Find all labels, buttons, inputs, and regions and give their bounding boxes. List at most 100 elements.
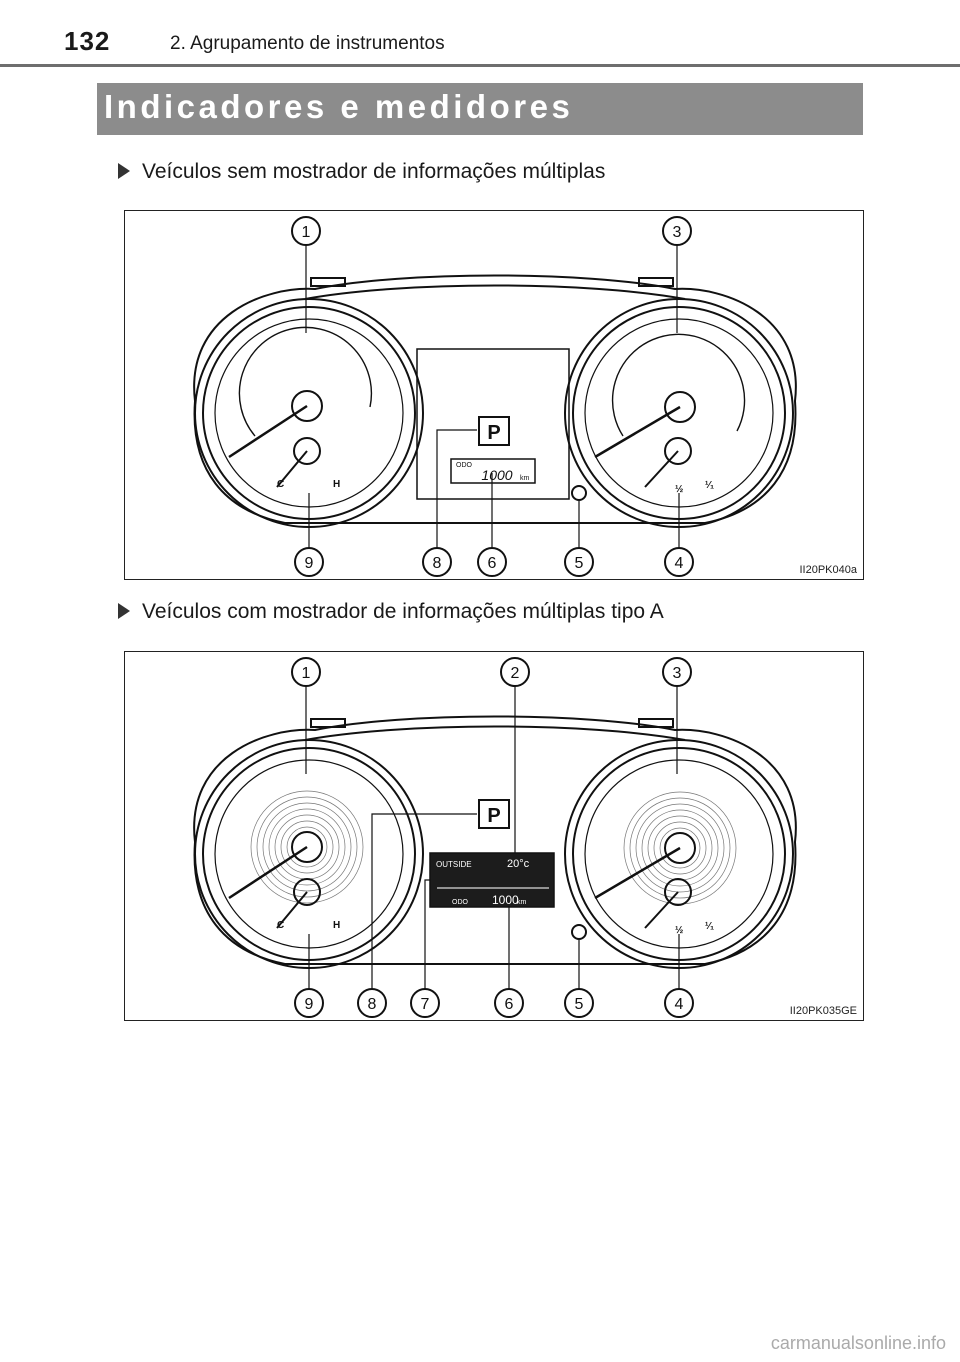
multi-info-display xyxy=(429,852,555,908)
temp-cold-label: C xyxy=(277,479,284,490)
gear-indicator: P xyxy=(487,422,500,444)
left-needle-hub xyxy=(291,831,323,863)
temp-hot-label: H xyxy=(333,920,340,931)
right-fuel-hub xyxy=(664,437,692,465)
callout-3: 3 xyxy=(673,665,682,682)
right-gauge-inner-arc xyxy=(611,333,746,437)
odo-unit: km xyxy=(517,899,527,906)
callout-6: 6 xyxy=(488,555,497,572)
left-gauge-bezel xyxy=(194,298,424,528)
outside-value: 20°c xyxy=(507,858,530,870)
figure-2-illustration: OUTSIDE 20°c ODO 1000 km 1 2 3 9 8 7 6 5… xyxy=(193,657,797,1018)
callout-circle-4 xyxy=(664,547,694,577)
header-rule xyxy=(0,64,960,67)
callout-6: 6 xyxy=(505,996,514,1013)
odo-value: 1000 xyxy=(492,893,519,907)
callout-5: 5 xyxy=(575,996,584,1013)
callout-8: 8 xyxy=(368,996,377,1013)
triangle-bullet-icon xyxy=(118,163,130,179)
chapter-title: 2. Agrupamento de instrumentos xyxy=(170,33,445,54)
right-needle-hub xyxy=(664,832,696,864)
center-panel xyxy=(416,348,570,500)
cluster-top-arc xyxy=(304,284,686,300)
fuel-half-label: ½ xyxy=(675,484,683,495)
outside-label: OUTSIDE xyxy=(436,860,472,869)
odo-reset-knob xyxy=(571,485,587,501)
section-title: Indicadores e medidores xyxy=(104,88,574,125)
callout-circle-1 xyxy=(291,657,321,687)
callout-circle-3 xyxy=(662,657,692,687)
callout-circle-4 xyxy=(664,988,694,1018)
figure-1-frame: 1 3 9 8 6 5 4 P ODO 1000 km C H ½ ¹⁄₁ II… xyxy=(124,210,864,580)
callout-8: 8 xyxy=(433,555,442,572)
temp-needle xyxy=(276,450,308,488)
figure-1-heading-text: Veículos sem mostrador de informações mú… xyxy=(142,160,606,183)
left-gauge-bezel xyxy=(194,739,424,969)
figure-2-frame: OUTSIDE 20°c ODO 1000 km 1 2 3 9 8 7 6 5… xyxy=(124,651,864,1021)
leader-8 xyxy=(371,813,477,989)
callout-circle-8 xyxy=(422,547,452,577)
left-temp-hub xyxy=(293,878,321,906)
callout-4: 4 xyxy=(675,996,684,1013)
odo-unit: km xyxy=(520,475,530,482)
left-needle xyxy=(228,845,308,900)
callout-5: 5 xyxy=(575,555,584,572)
left-gauge-ring xyxy=(202,306,416,520)
callout-2: 2 xyxy=(511,665,520,682)
gear-indicator-box xyxy=(478,416,510,446)
right-gauge-concentric-rings xyxy=(623,791,737,905)
callout-circle-5 xyxy=(564,547,594,577)
callout-circle-5 xyxy=(564,988,594,1018)
right-tab xyxy=(638,277,674,287)
callout-circle-7 xyxy=(410,988,440,1018)
left-gauge-scale xyxy=(214,759,404,949)
callout-circle-2 xyxy=(500,657,530,687)
page-number: 132 xyxy=(64,26,111,56)
figure-2-heading: Veículos com mostrador de informações mú… xyxy=(118,600,664,624)
left-gauge-concentric-rings xyxy=(250,790,364,904)
left-tab xyxy=(310,718,346,728)
triangle-bullet-icon xyxy=(118,603,130,619)
odo-label: ODO xyxy=(452,899,469,906)
left-gauge-scale xyxy=(214,318,404,508)
fuel-full-label: ¹⁄₁ xyxy=(705,480,714,491)
odo-label: ODO xyxy=(456,462,473,469)
callout-7: 7 xyxy=(421,996,430,1013)
callout-1: 1 xyxy=(302,665,311,682)
temp-needle xyxy=(276,891,308,929)
callout-3: 3 xyxy=(673,224,682,241)
right-gauge-scale xyxy=(584,759,774,949)
left-temp-hub xyxy=(293,437,321,465)
callout-circle-9 xyxy=(294,988,324,1018)
figure-1-heading: Veículos sem mostrador de informações mú… xyxy=(118,160,605,184)
cluster-housing xyxy=(193,274,797,524)
callout-1: 1 xyxy=(302,224,311,241)
left-gauge-ring xyxy=(202,747,416,961)
right-fuel-hub xyxy=(664,878,692,906)
callout-4: 4 xyxy=(675,555,684,572)
callout-circle-1 xyxy=(291,216,321,246)
figure-2-heading-text: Veículos com mostrador de informações mú… xyxy=(142,600,664,623)
right-needle-hub xyxy=(664,391,696,423)
gear-indicator-box xyxy=(478,799,510,829)
odo-reset-knob xyxy=(571,924,587,940)
right-tab xyxy=(638,718,674,728)
callout-circle-6 xyxy=(494,988,524,1018)
fuel-half-label: ½ xyxy=(675,925,683,936)
callout-circle-8 xyxy=(357,988,387,1018)
section-banner xyxy=(97,83,863,135)
left-gauge-inner-arc xyxy=(238,326,373,437)
gear-indicator: P xyxy=(487,805,500,827)
right-needle xyxy=(594,846,681,900)
right-needle xyxy=(594,405,681,459)
leader-8 xyxy=(436,429,477,548)
footer-watermark: carmanualsonline.info xyxy=(770,1333,946,1353)
fuel-needle xyxy=(644,891,679,929)
cluster-top-arc xyxy=(304,725,686,741)
fuel-needle xyxy=(644,450,679,488)
callout-circle-6 xyxy=(477,547,507,577)
left-tab xyxy=(310,277,346,287)
cluster-housing xyxy=(193,715,797,965)
temp-hot-label: H xyxy=(333,479,340,490)
fuel-full-label: ¹⁄₁ xyxy=(705,921,714,932)
